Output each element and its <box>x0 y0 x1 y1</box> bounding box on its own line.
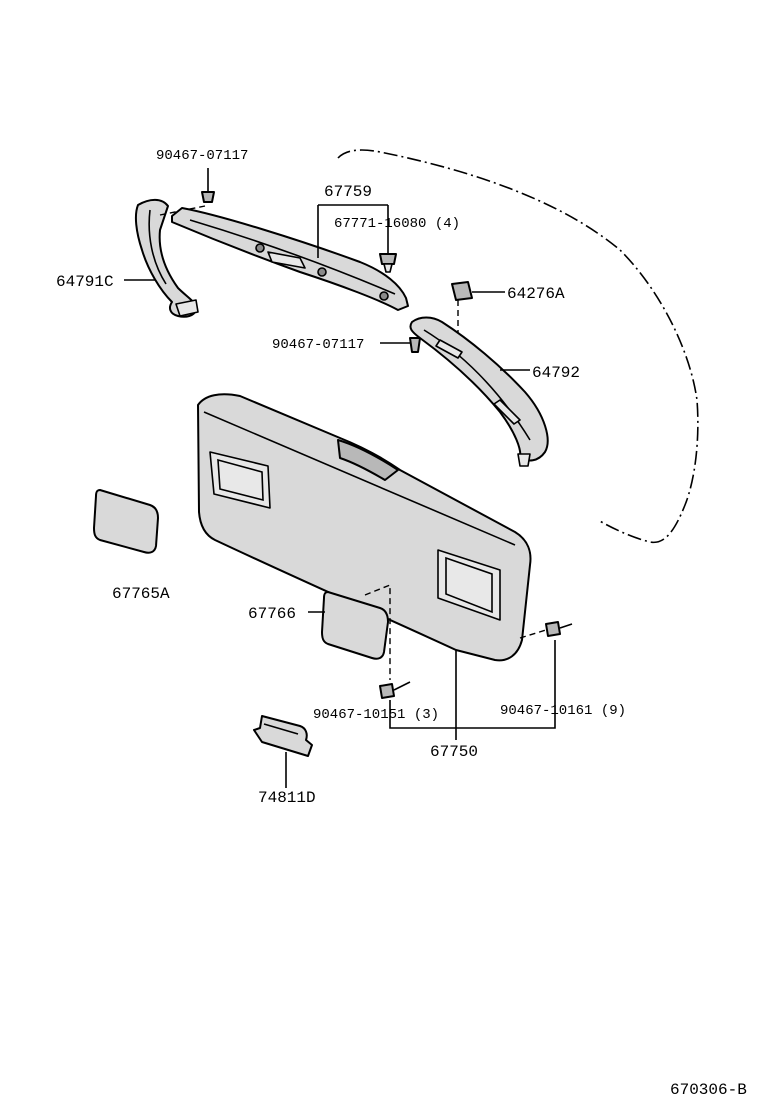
part-67750-trim-board <box>197 393 532 662</box>
label-67771-16080: 67771-16080 (4) <box>334 216 460 232</box>
label-67765a: 67765A <box>112 585 170 603</box>
screw-90467-10151 <box>379 681 411 699</box>
bracket-67759 <box>317 204 389 258</box>
part-67759-upper-trim <box>171 207 409 311</box>
label-90467-07117-top: 90467-07117 <box>156 148 248 164</box>
label-74811d: 74811D <box>258 789 316 807</box>
leader-67766-dash <box>364 583 391 680</box>
part-64276a-clip <box>451 281 505 301</box>
label-67750: 67750 <box>430 743 478 761</box>
clip-90467-07117-mid <box>380 337 421 353</box>
label-67766: 67766 <box>248 605 296 623</box>
part-67765a-cover <box>93 489 159 554</box>
label-64276a: 64276A <box>507 285 565 303</box>
diagram-code: 670306-B <box>670 1081 747 1099</box>
label-90467-10161: 90467-10161 (9) <box>500 703 626 719</box>
part-64792-right-garnish <box>409 316 549 467</box>
label-90467-10151: 90467-10151 (3) <box>313 707 439 723</box>
part-64791c-left-garnish <box>134 198 199 318</box>
clip-90467-07117-top <box>201 168 215 203</box>
label-90467-07117-mid: 90467-07117 <box>272 337 364 353</box>
label-64792: 64792 <box>532 364 580 382</box>
label-67759: 67759 <box>324 183 372 201</box>
bracket-67750 <box>389 640 556 740</box>
label-64791c: 64791C <box>56 273 114 291</box>
screw-90467-10161 <box>545 621 573 637</box>
leader-10161-dash <box>519 629 547 639</box>
part-74811d-handle <box>253 715 313 788</box>
part-67766-cover <box>321 591 389 660</box>
back-window-outline <box>337 149 699 544</box>
screw-67771-16080 <box>379 228 397 273</box>
